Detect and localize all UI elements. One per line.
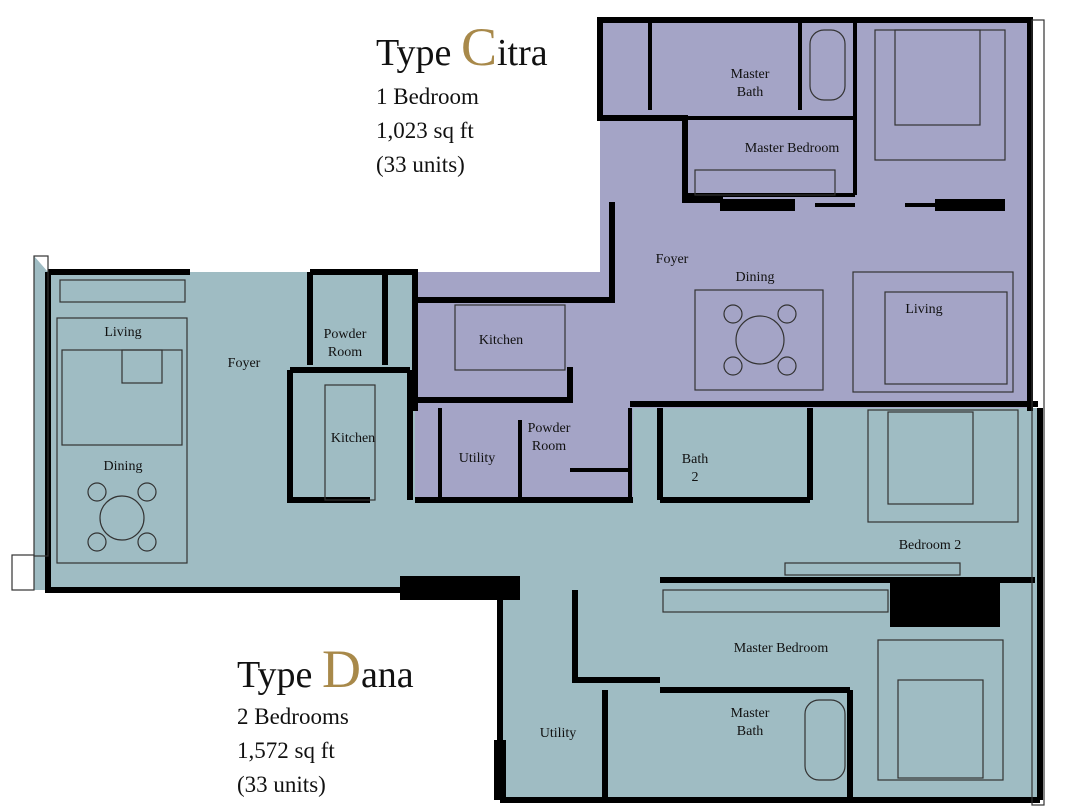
citra-walls — [412, 17, 1038, 411]
dana-type-initial: D — [321, 639, 361, 699]
dana-type-prefix: Type — [237, 654, 322, 696]
dana-bath2-label: Bath 2 — [682, 451, 708, 487]
dana-powder-line1: Powder — [323, 327, 367, 342]
dana-bath2-line1: Bath — [681, 452, 709, 467]
citra-powder-line2: Room — [531, 439, 567, 454]
citra-unit-count: (33 units) — [376, 152, 465, 177]
dana-master-bath-line1: Master — [730, 706, 770, 721]
citra-kitchen-label: Kitchen — [478, 333, 524, 348]
dana-powder-room-label: Powder Room — [324, 326, 367, 362]
citra-powder-room-label: Powder Room — [528, 420, 571, 456]
citra-master-bath-line2: Bath — [736, 85, 764, 100]
dana-furniture — [56, 279, 376, 564]
dana-area: 1,572 sq ft — [237, 738, 335, 763]
citra-furniture — [454, 29, 1014, 393]
dana-powder-line2: Room — [327, 345, 363, 360]
citra-details: 1 Bedroom 1,023 sq ft (33 units) — [376, 80, 479, 182]
window-frames — [11, 19, 1045, 806]
citra-foyer-label: Foyer — [655, 252, 689, 267]
dana-details: 2 Bedrooms 1,572 sq ft (33 units) — [237, 700, 349, 802]
citra-living-label: Living — [905, 302, 943, 317]
dana-master-bath-line2: Bath — [736, 724, 764, 739]
dana-bedroom-furniture — [662, 409, 1019, 781]
dana-type-rest: ana — [360, 654, 414, 696]
dana-bath2-line2: 2 — [691, 470, 699, 485]
citra-type-prefix: Type — [376, 32, 461, 74]
citra-type-rest: itra — [496, 32, 548, 74]
citra-utility-label: Utility — [458, 451, 496, 466]
citra-master-bath-label: Master Bath — [731, 66, 770, 102]
citra-type-title: Type Citra — [376, 20, 548, 74]
citra-type-initial: C — [460, 17, 497, 77]
dana-master-bedroom-label: Master Bedroom — [733, 641, 829, 656]
citra-dining-label: Dining — [735, 270, 775, 285]
dana-kitchen-label: Kitchen — [330, 431, 376, 446]
dana-dining-label: Dining — [103, 459, 143, 474]
citra-area: 1,023 sq ft — [376, 118, 474, 143]
dana-bedrooms: 2 Bedrooms — [237, 704, 349, 729]
citra-bedrooms: 1 Bedroom — [376, 84, 479, 109]
dana-master-bath-label: Master Bath — [731, 705, 770, 741]
dana-foyer-label: Foyer — [227, 356, 261, 371]
citra-powder-line1: Powder — [527, 421, 571, 436]
dana-unit-count: (33 units) — [237, 772, 326, 797]
dana-utility-label: Utility — [539, 726, 577, 741]
citra-master-bedroom-label: Master Bedroom — [744, 141, 840, 156]
dana-unit-area — [34, 256, 1040, 800]
dana-living-label: Living — [104, 325, 142, 340]
dana-bedroom2-label: Bedroom 2 — [898, 538, 962, 553]
citra-master-bath-line1: Master — [730, 67, 770, 82]
dana-type-title: Type Dana — [237, 642, 414, 696]
